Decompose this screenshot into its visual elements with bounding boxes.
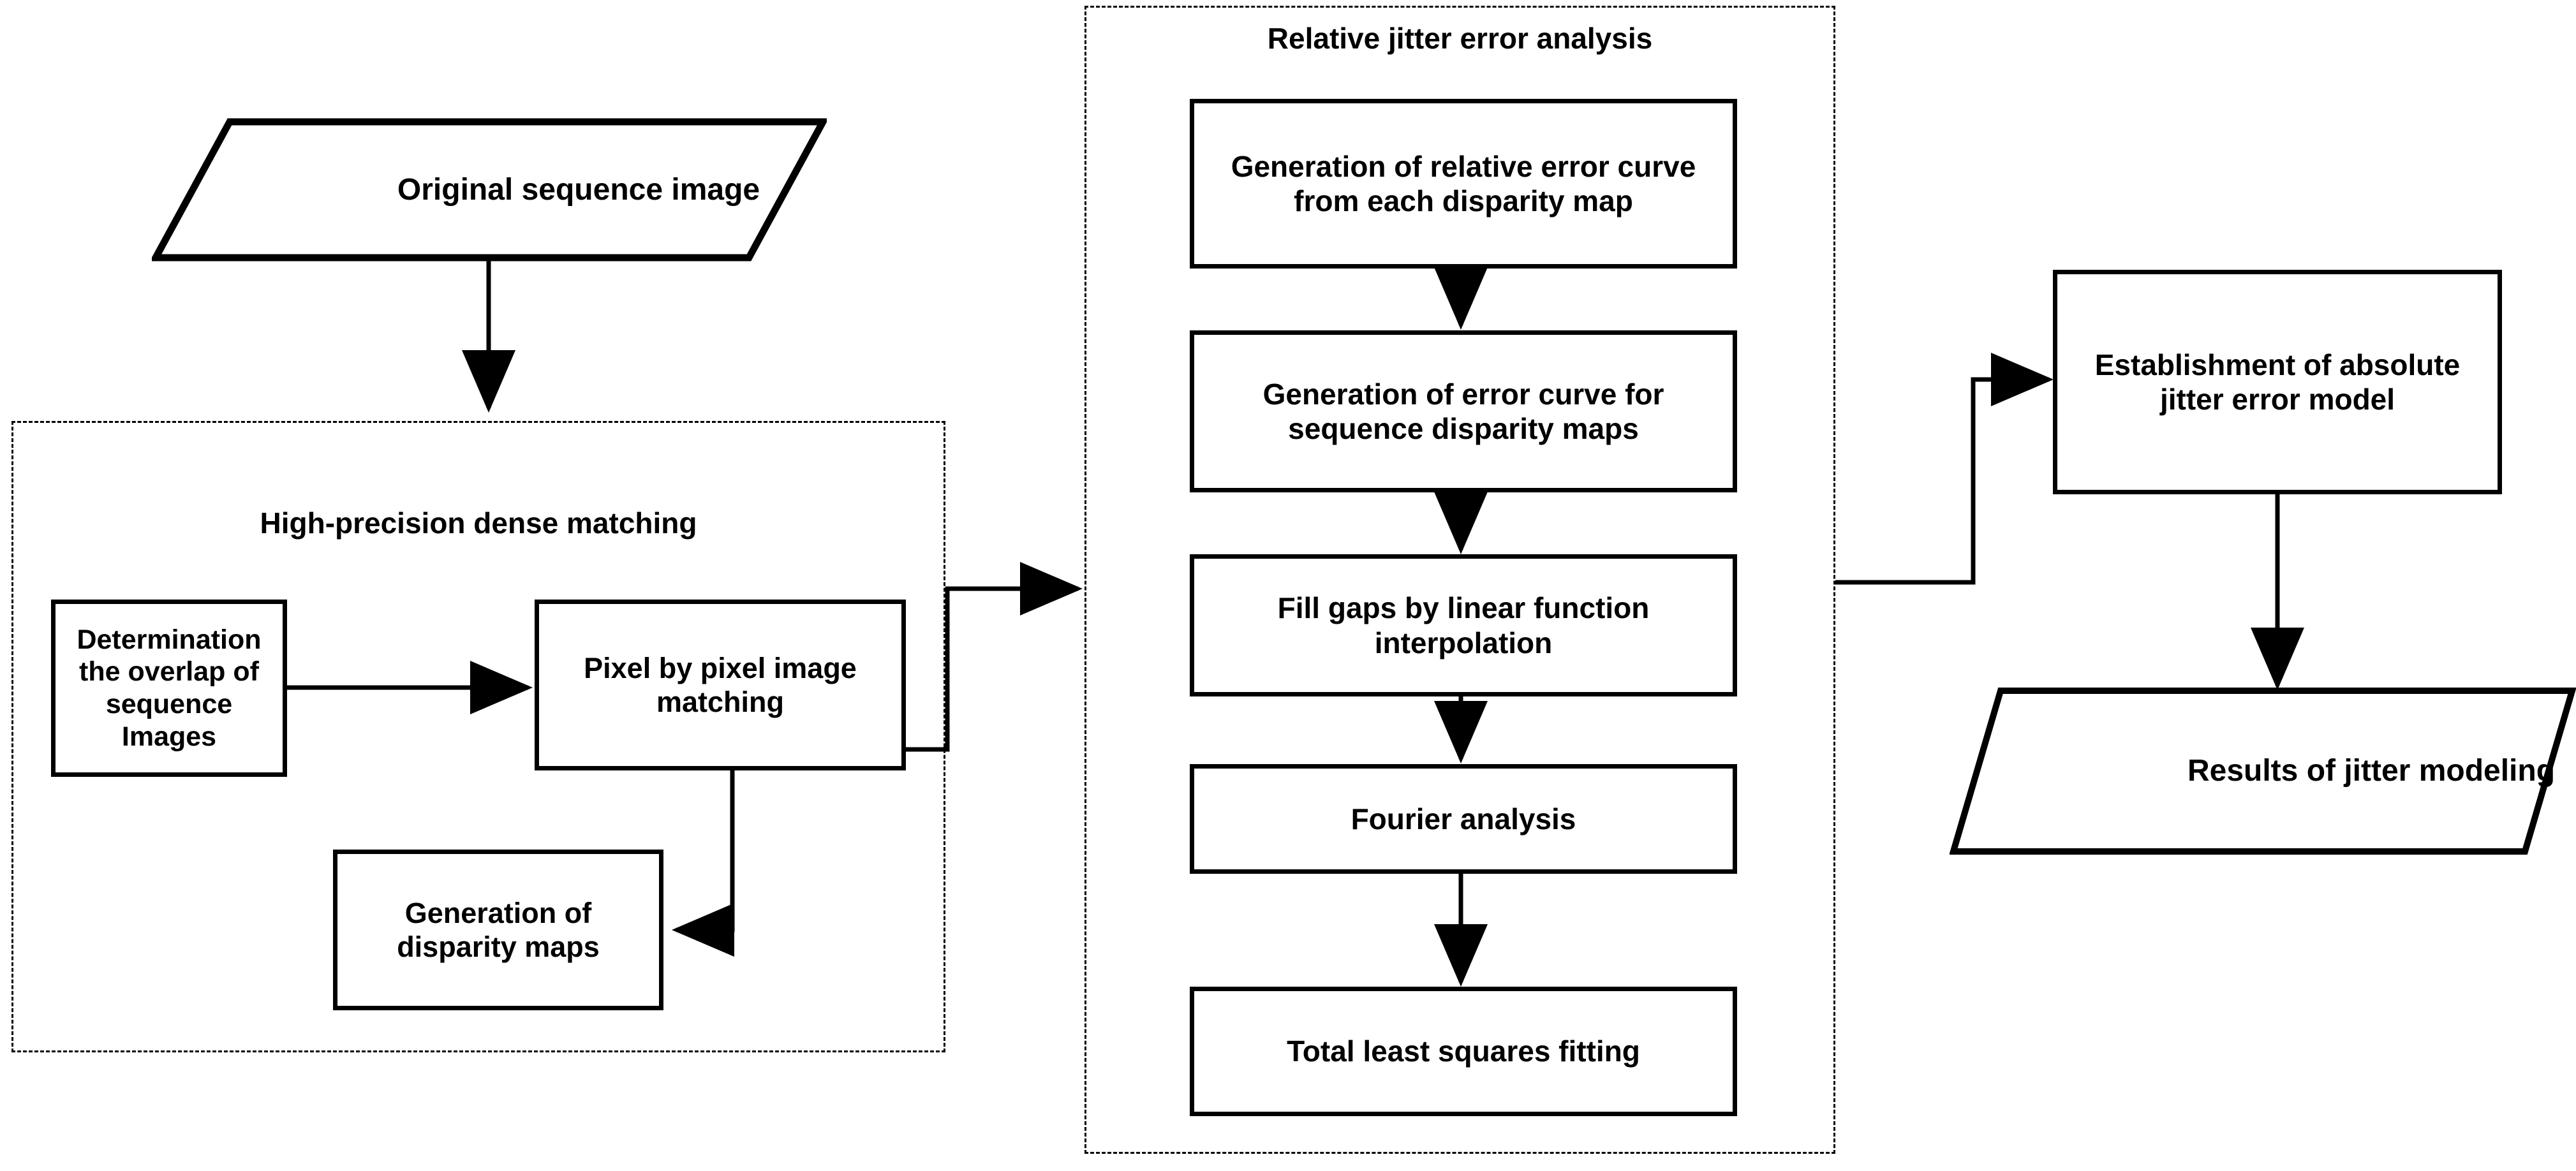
node-disparity-maps[interactable]: Generation of disparity maps bbox=[333, 850, 663, 1010]
group-jitter-analysis bbox=[1084, 6, 1835, 1154]
node-pixel-matching[interactable]: Pixel by pixel image matching bbox=[535, 600, 906, 770]
parallelogram-shape bbox=[1950, 688, 2576, 855]
node-absolute-jitter-model[interactable]: Establishment of absolute jitter error m… bbox=[2053, 270, 2502, 494]
edge-jitter-to-absolute bbox=[1835, 353, 2054, 585]
node-original-sequence-image[interactable]: Original sequence image bbox=[152, 118, 827, 261]
group-jitter-analysis-title: Relative jitter error analysis bbox=[1267, 22, 1653, 55]
node-total-least-squares[interactable]: Total least squares fitting bbox=[1190, 987, 1737, 1116]
node-results-jitter-modeling[interactable]: Results of jitter modeling bbox=[1950, 687, 2576, 855]
node-sequence-error-curve[interactable]: Generation of error curve for sequence d… bbox=[1190, 330, 1737, 492]
node-fourier-analysis[interactable]: Fourier analysis bbox=[1190, 764, 1737, 874]
group-dense-matching-title: High-precision dense matching bbox=[260, 506, 697, 540]
parallelogram-shape bbox=[152, 118, 827, 261]
node-relative-error-curve[interactable]: Generation of relative error curve from … bbox=[1190, 99, 1737, 269]
node-determination-overlap[interactable]: Determination the overlap of sequence Im… bbox=[51, 600, 287, 777]
group-dense-matching bbox=[11, 421, 945, 1052]
node-fill-gaps[interactable]: Fill gaps by linear function interpolati… bbox=[1190, 554, 1737, 696]
